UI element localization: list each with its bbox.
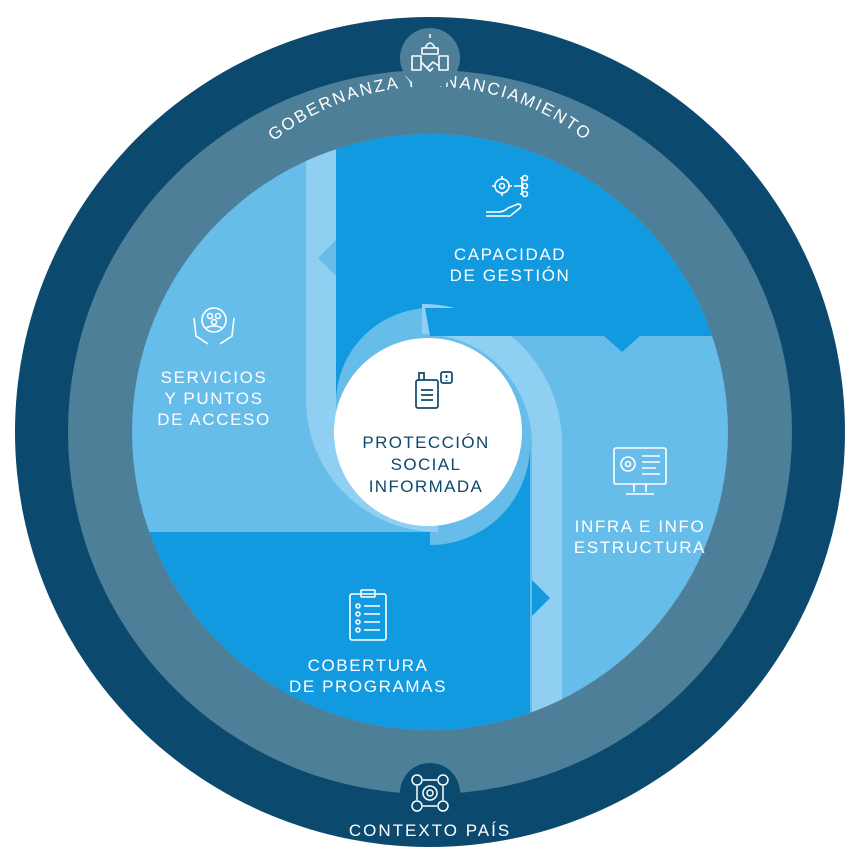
monitor-gear-icon xyxy=(613,447,667,495)
stripe-right xyxy=(422,304,562,730)
governance-icon xyxy=(400,28,460,88)
country-context-icon xyxy=(400,763,460,823)
label-cobertura-de-programas: COBERTURA DE PROGRAMAS xyxy=(288,656,448,696)
label-infra-e-info-estructura: INFRA E INFO ESTRUCTURA xyxy=(573,517,707,557)
notch-bottom-left xyxy=(244,515,280,532)
center-label: PROTECCIÓN SOCIAL INFORMADA xyxy=(362,433,490,496)
people-hands-icon xyxy=(193,307,235,345)
inner-quadrants xyxy=(132,134,728,730)
label-servicios-y-puntos-de-acceso: SERVICIOS Y PUNTOS DE ACCESO xyxy=(157,368,271,429)
center-circle xyxy=(334,338,522,526)
notch-right xyxy=(532,580,550,616)
document-icon xyxy=(415,371,453,409)
gears-hand-icon xyxy=(486,174,529,217)
notch-left xyxy=(318,240,336,276)
country-context-label: CONTEXTO PAÍS xyxy=(349,821,511,840)
clipboard-checklist-icon xyxy=(349,589,387,641)
band-top-right xyxy=(425,308,728,336)
label-capacidad-de-gestion: CAPACIDAD DE GESTIÓN xyxy=(449,245,571,285)
band-bottom-left xyxy=(132,532,430,560)
notch-top xyxy=(604,336,640,352)
